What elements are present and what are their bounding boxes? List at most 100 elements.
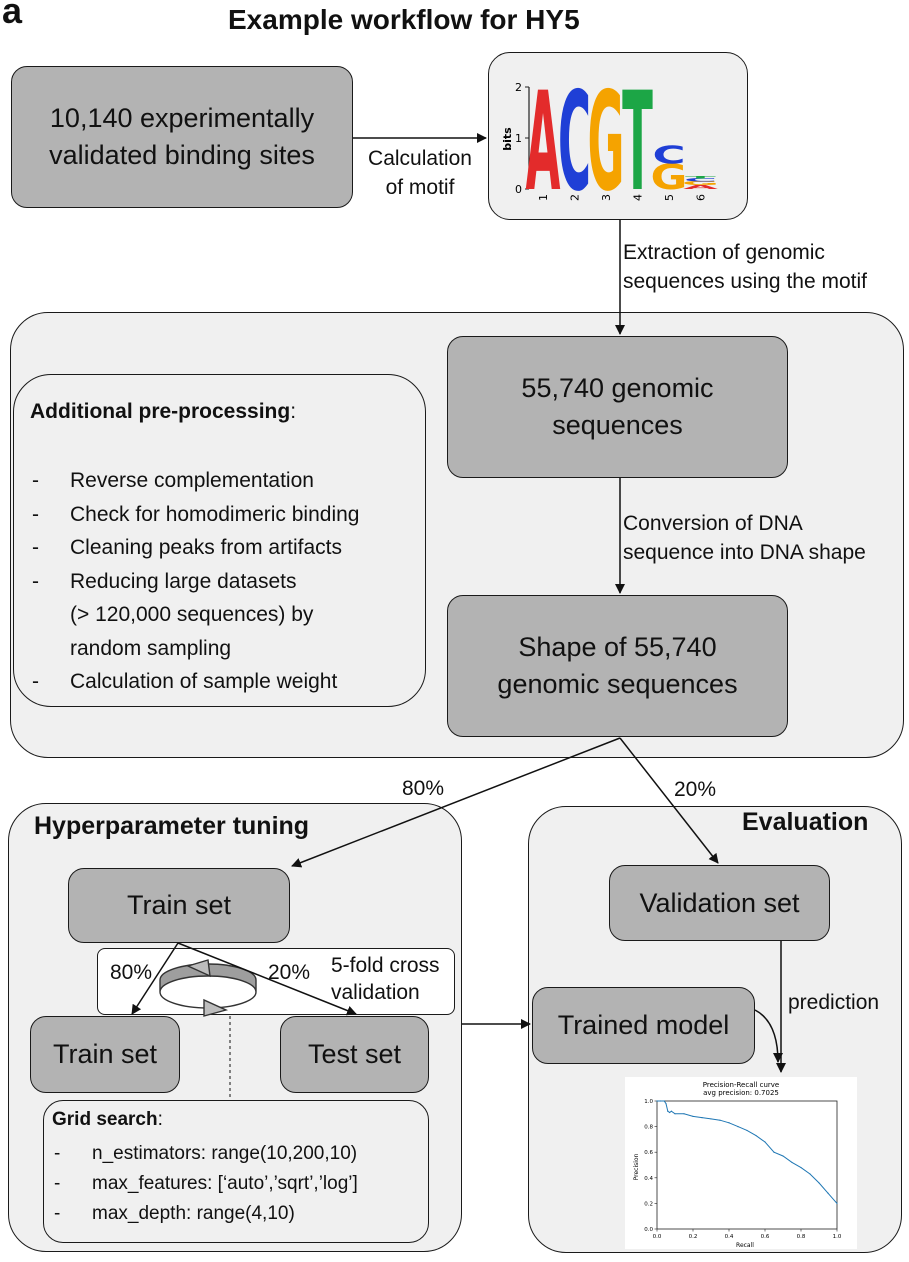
pr-curve-point — [719, 1119, 721, 1121]
logo-letter: T — [685, 175, 716, 179]
pr-curve-point — [674, 1113, 676, 1115]
preprocessing-item: Reverse complementation — [14, 464, 427, 498]
logo-letter: C — [558, 63, 591, 217]
inner-train-set-box: Train set — [30, 1016, 180, 1093]
prediction-label: prediction — [788, 991, 880, 1014]
logo-position-label: 4 — [632, 194, 645, 201]
calc-motif-label: Calculation of motif — [368, 147, 472, 199]
x-tick-label: 0.8 — [797, 1234, 806, 1240]
hyper-title: Hyperparameter tuning — [34, 812, 310, 840]
logo-letter: A — [683, 184, 718, 191]
chart-plot-area — [656, 1100, 838, 1230]
pr-curve-point — [701, 1117, 703, 1119]
pr-curve-point — [667, 1110, 669, 1112]
pr-curve-point — [728, 1122, 730, 1124]
inner-train-pct: 80% — [110, 961, 153, 984]
evaluation-title: Evaluation — [742, 808, 869, 836]
pr-curve-point — [737, 1126, 739, 1128]
trained-model-box: Trained model — [532, 987, 755, 1064]
page-title: Example workflow for HY5 — [228, 4, 580, 35]
pr-curve-point — [692, 1115, 694, 1117]
cycle-arrows-icon — [159, 959, 257, 1017]
x-tick-label: 1.0 — [833, 1234, 842, 1240]
logo-position-label: 3 — [600, 194, 613, 201]
y-tick-label: 0.2 — [644, 1201, 653, 1207]
chart-title: Precision-Recall curve — [703, 1081, 779, 1089]
logo-position-label: 5 — [663, 194, 676, 201]
preprocessing-item: Cleaning peaks from artifacts — [14, 531, 427, 565]
logo-ylabel: bits — [501, 127, 514, 151]
y-tick-label: 0.8 — [644, 1125, 653, 1131]
train-set-box: Train set — [68, 868, 290, 943]
pr-curve-point — [656, 1100, 658, 1102]
y-tick-label: 0.4 — [644, 1176, 653, 1182]
x-tick-label: 0.6 — [761, 1234, 770, 1240]
logo-ytick-label: 2 — [515, 81, 522, 94]
pr-curve-point — [710, 1118, 712, 1120]
x-tick-label: 0.4 — [725, 1234, 734, 1240]
logo-letter: C — [652, 141, 685, 170]
split-eval-pct: 20% — [674, 778, 717, 801]
pr-curve-point — [665, 1102, 667, 1105]
pr-curve-point — [755, 1134, 757, 1137]
preprocessing-title: Additional pre-processing — [30, 400, 291, 423]
pr-curve-point — [670, 1110, 672, 1112]
x-tick-label: 0.2 — [689, 1234, 698, 1240]
pr-curve-point — [669, 1111, 671, 1114]
preprocessing-item: Calculation of sample weight — [14, 665, 427, 699]
conversion-label: Conversion of DNA sequence into DNA shap… — [623, 512, 866, 564]
y-tick-label: 0.0 — [644, 1227, 653, 1233]
test-set-box: Test set — [280, 1016, 429, 1093]
genomic-sequences-box: 55,740 genomic sequences — [447, 336, 788, 478]
chart-subtitle: avg precision: 0.7025 — [703, 1089, 779, 1097]
y-tick-label: 1.0 — [644, 1099, 653, 1105]
preprocessing-item: random sampling — [70, 636, 232, 660]
logo-position-label: 1 — [537, 194, 550, 201]
preprocessing-item: (> 120,000 sequences) by — [70, 603, 314, 626]
inner-test-pct: 20% — [268, 961, 311, 984]
chart-xlabel: Recall — [736, 1242, 754, 1249]
pr-curve-point — [773, 1151, 775, 1153]
x-tick-label: 0.0 — [653, 1234, 662, 1240]
logo-letter: G — [682, 180, 719, 186]
preprocessing-box: Additional pre-processing: Reverse compl… — [13, 374, 426, 707]
binding-sites-label: 10,140 experimentally validated binding … — [49, 103, 315, 170]
logo-letter: T — [622, 63, 653, 217]
preprocessing-item: Reducing large datasets — [14, 565, 427, 599]
pr-curve-point — [827, 1192, 829, 1194]
grid-search-item: n_estimators: range(10,200,10) — [36, 1139, 428, 1169]
cv-label: 5-fold cross validation — [331, 954, 440, 1004]
pr-curve-point — [683, 1113, 685, 1115]
logo-ytick-label: 1 — [515, 132, 522, 145]
pr-curve-point — [660, 1100, 662, 1102]
pr-curve-point — [818, 1182, 820, 1184]
pr-curve-point — [836, 1202, 838, 1204]
extraction-label: Extraction of genomic sequences using th… — [623, 241, 867, 293]
logo-letter: A — [526, 63, 561, 217]
grid-title: Grid search — [52, 1109, 158, 1130]
panel-letter: a — [2, 0, 23, 31]
pr-curve-point — [663, 1100, 665, 1102]
grid-search-item: max_depth: range(4,10) — [36, 1199, 428, 1229]
logo-letter: G — [651, 158, 688, 198]
pr-curve-point — [809, 1173, 811, 1175]
pr-curve-point — [782, 1155, 784, 1157]
pr-curve-point — [764, 1141, 766, 1143]
preprocessing-list: Reverse complementationCheck for homodim… — [14, 464, 427, 699]
pr-curve-point — [746, 1129, 748, 1132]
shape-sequences-box: Shape of 55,740 genomic sequences — [447, 595, 788, 737]
chart-ylabel: Precision — [633, 1153, 640, 1180]
pr-curve-point — [791, 1161, 793, 1164]
logo-letter: G — [588, 63, 625, 217]
binding-sites-box: 10,140 experimentally validated binding … — [11, 66, 353, 208]
preprocessing-item: Check for homodimeric binding — [14, 498, 427, 532]
grid-search-item: max_features: [‘auto’,’sqrt’,’log’] — [36, 1169, 428, 1199]
grid-search-box: Grid search: n_estimators: range(10,200,… — [43, 1100, 429, 1243]
split-train-pct: 80% — [402, 777, 445, 800]
pr-curve-point — [800, 1166, 802, 1169]
grid-search-list: n_estimators: range(10,200,10)max_featur… — [36, 1139, 428, 1229]
y-tick-label: 0.6 — [644, 1150, 653, 1156]
